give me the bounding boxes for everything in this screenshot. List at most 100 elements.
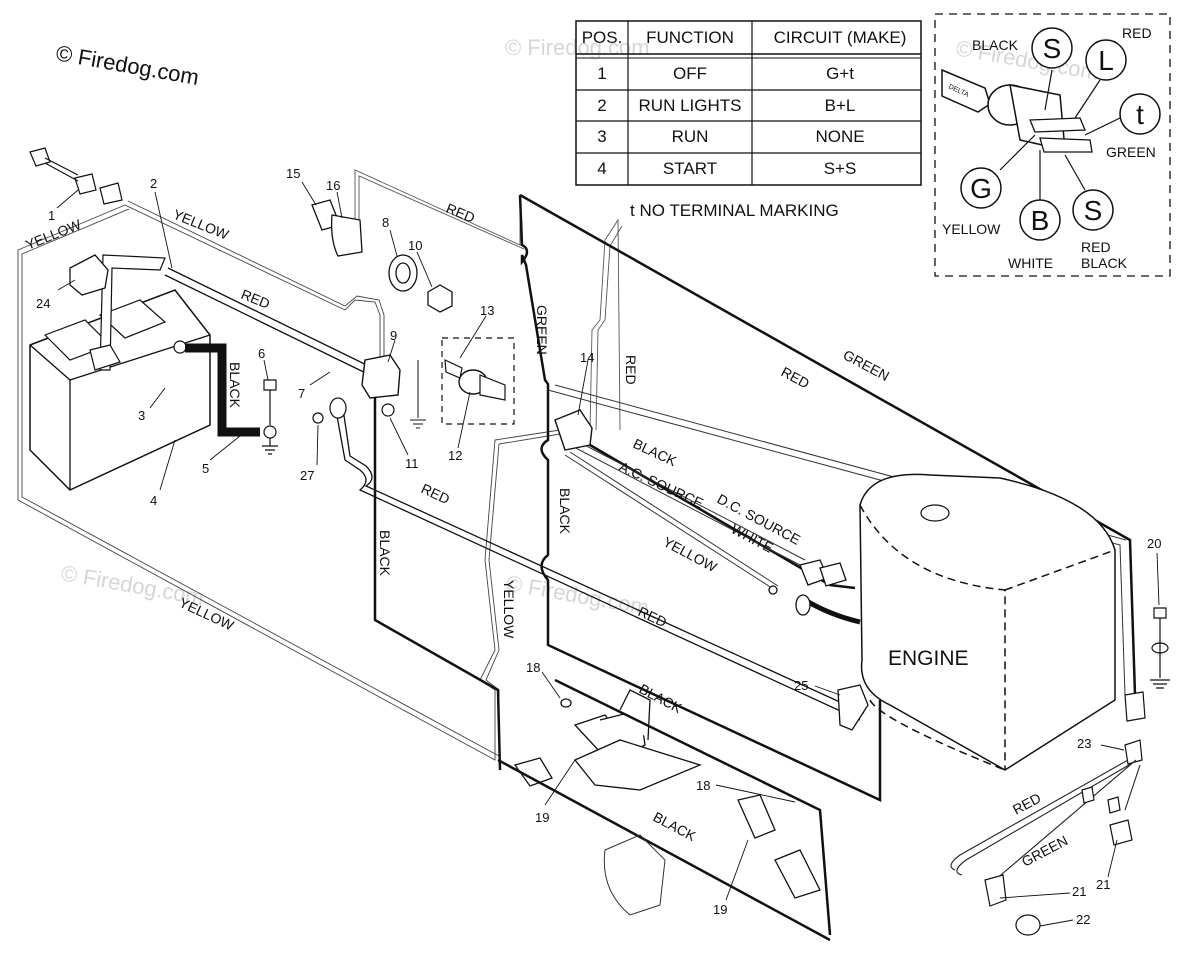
table-cell: 1	[597, 64, 606, 83]
part-number: 19	[713, 902, 727, 917]
part-number: 24	[36, 296, 50, 311]
table-cell: 4	[597, 159, 606, 178]
wire-label-red: RED	[623, 355, 639, 385]
wire-label-black: BLACK	[557, 488, 573, 535]
part-number: 20	[1147, 536, 1161, 551]
screws	[262, 379, 347, 455]
engine-label: ENGINE	[888, 647, 969, 670]
part-number: 9	[390, 328, 397, 343]
table-cell: NONE	[815, 127, 864, 146]
ground-20	[1124, 607, 1170, 765]
red-wire	[164, 267, 865, 721]
headlight-wires	[950, 759, 1141, 881]
black-seat-wire	[554, 678, 832, 936]
part-number: 16	[326, 178, 340, 193]
switch-wire-label: YELLOW	[942, 221, 1001, 237]
ignition-switch-inset: DELTA S L t G B S BLACK RED GREEN YELLOW…	[934, 13, 1171, 277]
engine-harness	[803, 597, 861, 625]
switch-wire-label: WHITE	[1008, 255, 1053, 271]
part-14-connector	[554, 409, 593, 451]
part-number: 25	[794, 678, 808, 693]
table-header: CIRCUIT (MAKE)	[774, 28, 907, 47]
wire-label-yellow: YELLOW	[177, 594, 237, 633]
wire-label-green: GREEN	[841, 347, 892, 385]
part-number: 3	[138, 408, 145, 423]
watermark: © Firedog.com	[504, 570, 651, 620]
part-number: 14	[580, 350, 594, 365]
part-numbers: 1 2 3 4 5 6 7 8 9 10 11 12 13 14 15 16 1…	[36, 166, 1161, 927]
wire-label-yellow: YELLOW	[661, 534, 721, 576]
wire-label-ac-source: A.C. SOURCE	[617, 458, 706, 511]
source-wires	[564, 439, 806, 591]
part-number: 23	[1077, 736, 1091, 751]
terminal-label: S	[1043, 33, 1062, 64]
headlights	[984, 786, 1133, 936]
part-number: 11	[405, 456, 419, 471]
part-number: 21	[1096, 877, 1110, 892]
copyright-text: © Firedog.com	[54, 40, 201, 90]
wire-label-green: GREEN	[534, 305, 550, 355]
terminal-label: B	[1031, 205, 1050, 236]
part-number: 18	[526, 660, 540, 675]
table-cell: RUN LIGHTS	[639, 96, 742, 115]
part-number: 18	[696, 778, 710, 793]
terminal-label: L	[1098, 45, 1114, 76]
part-24-connector	[69, 254, 109, 296]
switch-wire-label: BLACK	[972, 37, 1019, 53]
wire-label-red: RED	[419, 480, 453, 507]
seat-bracket	[603, 834, 666, 916]
terminal-label: G	[970, 173, 992, 204]
black-seat-wire	[497, 758, 831, 942]
part-number: 21	[1072, 884, 1086, 899]
black-frame	[373, 193, 1137, 802]
switch-assembly	[361, 337, 515, 429]
ignition-key-parts	[311, 199, 453, 313]
part-number: 22	[1076, 912, 1090, 927]
watermark: © Firedog.com	[505, 35, 650, 60]
switch-wire-label: RED	[1122, 25, 1152, 41]
wire-label-black: BLACK	[227, 362, 243, 409]
wire-label-black: BLACK	[651, 809, 700, 845]
part-number: 27	[300, 468, 314, 483]
part-number: 5	[202, 461, 209, 476]
wire-label-red: RED	[239, 286, 272, 312]
engine: ENGINE	[837, 473, 1116, 771]
table-header: POS.	[582, 28, 623, 47]
engine-connectors	[768, 559, 847, 616]
part-number: 7	[298, 386, 305, 401]
terminal-label: S	[1084, 195, 1103, 226]
table-cell: S+S	[824, 159, 857, 178]
switch-wire-label: GREEN	[1106, 144, 1156, 160]
part-number: 2	[150, 176, 157, 191]
switch-wire-label: RED	[1081, 239, 1111, 255]
wire-label-red: RED	[779, 364, 813, 392]
wire-label-red: RED	[444, 200, 477, 226]
part-number: 13	[480, 303, 494, 318]
part-number: 12	[448, 448, 462, 463]
wire-label-yellow: YELLOW	[171, 206, 232, 243]
connector-1	[29, 147, 123, 205]
wire-label-red: RED	[1010, 790, 1044, 818]
part-number: 10	[408, 238, 422, 253]
part-number: 15	[286, 166, 300, 181]
circuit-table: POS. FUNCTION CIRCUIT (MAKE) 1 OFF G+t 2…	[575, 20, 922, 186]
switch-wire-label: BLACK	[1081, 255, 1128, 271]
part-number: 4	[150, 493, 157, 508]
terminal-label: t	[1136, 99, 1144, 130]
table-cell: RUN	[672, 127, 709, 146]
table-cell: OFF	[673, 64, 707, 83]
table-cell: B+L	[825, 96, 856, 115]
wire-label-black: BLACK	[377, 530, 393, 577]
part-number: 6	[258, 346, 265, 361]
wire-label-red: RED	[636, 603, 670, 630]
part-number: 1	[48, 208, 55, 223]
table-header: FUNCTION	[646, 28, 734, 47]
leader-lines	[56, 181, 1160, 927]
seat-switch	[513, 689, 821, 899]
table-cell: 2	[597, 96, 606, 115]
table-footnote: t NO TERMINAL MARKING	[630, 201, 839, 220]
table-cell: G+t	[826, 64, 854, 83]
part-number: 19	[535, 810, 549, 825]
